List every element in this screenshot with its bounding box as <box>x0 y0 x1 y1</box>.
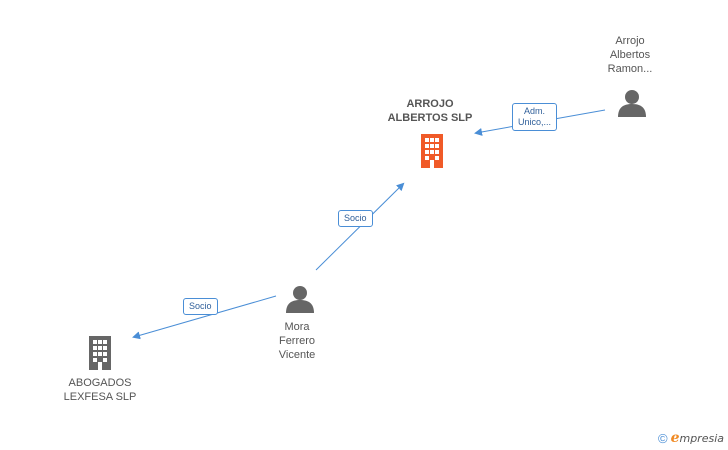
person-mora-name[interactable]: Mora Ferrero Vicente <box>257 320 337 362</box>
edge-mora-to-main <box>315 182 405 271</box>
brand-logo[interactable]: empresia <box>671 430 724 446</box>
edge-label-socio-abogados[interactable]: Socio <box>183 298 218 315</box>
edge-label-adm-unico[interactable]: Adm. Unico,... <box>512 103 558 131</box>
person-arrojo-name-line-2: Albertos <box>609 49 651 61</box>
edge-label-adm-unico-line-1: Adm. <box>524 106 546 116</box>
footer-brand: © empresia <box>658 430 724 446</box>
building-icon[interactable] <box>85 336 115 370</box>
person-mora-name-line-3: Vicente <box>278 349 316 361</box>
person-mora-name-line-2: Ferrero <box>278 335 316 347</box>
edge-label-adm-unico-line-2: Unico,... <box>518 117 552 127</box>
edge-label-socio-abogados-text: Socio <box>189 301 212 311</box>
company-abogados-name-line-2: LEXFESA SLP <box>63 391 137 403</box>
company-abogados-name[interactable]: ABOGADOS LEXFESA SLP <box>50 376 150 404</box>
person-mora-name-line-1: Mora <box>284 321 310 333</box>
copyright-icon: © <box>657 430 668 446</box>
edge-label-socio-main[interactable]: Socio <box>338 210 373 227</box>
person-arrojo-name-line-1: Arrojo <box>615 35 645 47</box>
brand-name: mpresia <box>679 432 724 445</box>
brand-initial: e <box>670 430 680 446</box>
person-icon[interactable] <box>617 88 647 118</box>
person-arrojo-name[interactable]: Arrojo Albertos Ramon... <box>590 34 670 76</box>
building-icon[interactable] <box>417 134 447 168</box>
main-company-name[interactable]: ARROJO ALBERTOS SLP <box>370 97 490 125</box>
edge-mora-to-abogados <box>132 295 277 340</box>
edge-label-socio-main-text: Socio <box>344 213 367 223</box>
person-arrojo-name-line-3: Ramon... <box>607 63 653 75</box>
company-abogados-name-line-1: ABOGADOS <box>68 377 132 389</box>
main-company-name-line-1: ARROJO <box>406 98 454 110</box>
person-icon[interactable] <box>285 284 315 314</box>
main-company-name-line-2: ALBERTOS SLP <box>387 112 473 124</box>
